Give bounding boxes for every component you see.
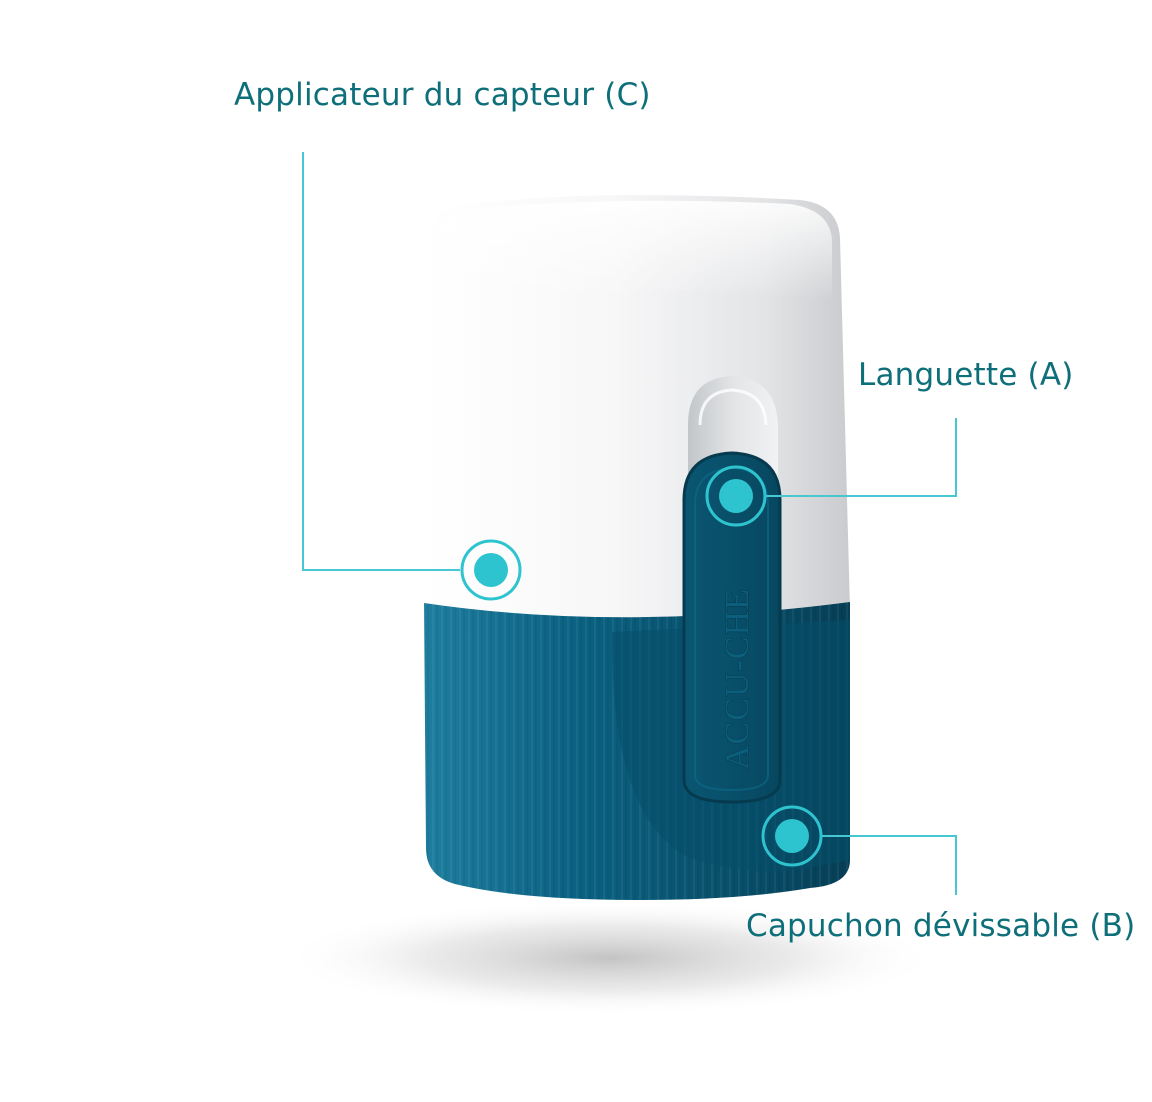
callout-line-c: [302, 152, 460, 571]
cap-body: [424, 602, 850, 900]
marker-c[interactable]: [460, 539, 522, 601]
floor-shadow: [280, 900, 940, 1016]
callout-line-b: [822, 835, 957, 895]
callout-lines: [302, 152, 957, 895]
marker-a[interactable]: [705, 465, 767, 527]
label-cap: Capuchon dévissable (B): [746, 908, 1136, 944]
tab[interactable]: ACCU-CHE: [682, 451, 782, 804]
tab-brand-text: ACCU-CHE: [719, 588, 756, 770]
callout-line-a: [766, 418, 957, 497]
marker-b[interactable]: [761, 805, 823, 867]
label-applicator: Applicateur du capteur (C): [234, 77, 651, 113]
label-tab: Languette (A): [858, 357, 1074, 393]
